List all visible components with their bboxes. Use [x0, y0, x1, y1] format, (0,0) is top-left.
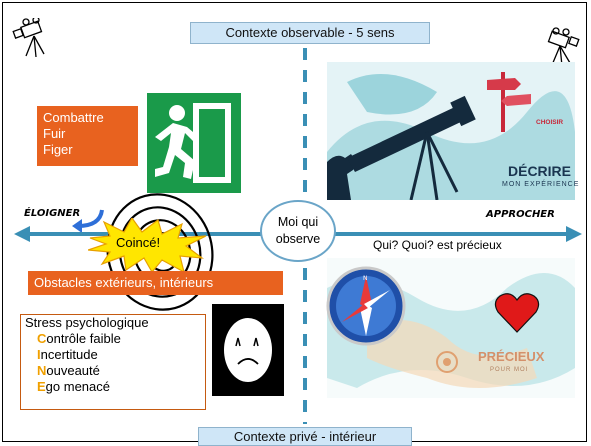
bottom-title: Contexte privé - intérieur — [198, 427, 412, 446]
decrire-card — [327, 62, 575, 200]
reaction-item: Combattre — [43, 110, 104, 125]
reactions-box: Combattre Fuir Figer — [37, 106, 138, 166]
stress-item: Incertitude — [37, 347, 98, 362]
sad-face-icon — [212, 304, 284, 396]
obstacles-box: Obstacles extérieurs, intérieurs — [28, 271, 283, 295]
stress-item: Contrôle faible — [37, 331, 121, 346]
precieux-title: PRÉCIEUX — [478, 349, 545, 364]
stress-item: Ego menacé — [37, 379, 110, 394]
vertical-divider — [303, 48, 307, 424]
camera-tripod-icon — [547, 27, 580, 67]
right-arrow-label: APPROCHER — [486, 209, 555, 220]
valued-question: Qui? Quoi? est précieux — [373, 238, 502, 252]
camera-tripod-icon — [12, 18, 45, 58]
left-arrow-label: ÉLOIGNER — [24, 208, 81, 219]
decrire-title: DÉCRIRE — [508, 163, 572, 179]
center-line2: observe — [275, 232, 321, 246]
exit-sign-icon — [147, 93, 241, 193]
precieux-subtitle: POUR MOI — [490, 367, 529, 373]
stress-title: Stress psychologique — [25, 315, 149, 330]
decrire-subtitle: MON EXPÉRIENCE — [502, 181, 580, 188]
stuck-label: Coincé! — [116, 235, 161, 250]
center-self-circle: Moi qui observe — [260, 200, 336, 262]
heart-icon — [494, 293, 540, 333]
curved-arrow-icon — [72, 209, 104, 232]
compass-icon: N — [326, 266, 406, 346]
stress-item: Nouveauté — [37, 363, 100, 378]
reaction-item: Fuir — [43, 126, 66, 141]
choisir-sign: CHOISIR — [536, 119, 564, 126]
top-title: Contexte observable - 5 sens — [190, 22, 430, 44]
center-line1: Moi qui — [277, 215, 319, 229]
stuck-burst — [88, 218, 207, 274]
stress-box: Stress psychologique Contrôle faible Inc… — [20, 314, 206, 410]
reaction-item: Figer — [43, 142, 73, 157]
svg-text:N: N — [363, 275, 368, 282]
